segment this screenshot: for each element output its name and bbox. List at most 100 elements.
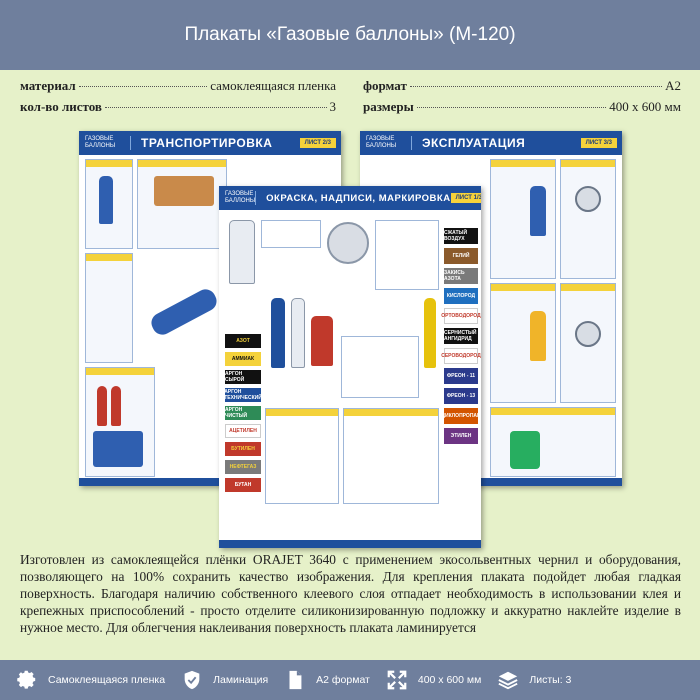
- poster-panel: [341, 336, 419, 398]
- poster-panel: [85, 159, 133, 249]
- poster-preview: ГАЗОВЫЕ БАЛЛОНЫ ТРАНСПОРТИРОВКА ЛИСТ 2/3…: [0, 128, 700, 548]
- spec-dots: [78, 86, 208, 87]
- gas-label-nitrogen: АЗОТ: [225, 334, 261, 348]
- poster-sheet-badge: ЛИСТ 2/3: [299, 138, 336, 148]
- gas-label-sulfur-dioxide: СЕРНИСТЫЙ АНГИДРИД: [444, 328, 478, 344]
- spec-key: кол-во листов: [20, 99, 102, 114]
- gas-label-argon-tech: АРГОН ТЕХНИЧЕСКИЙ: [224, 388, 262, 402]
- cylinder-illustration: [154, 176, 214, 206]
- poster-footer: [79, 478, 341, 486]
- page-header: Плакаты «Газовые баллоны» (М-120): [0, 0, 700, 70]
- gas-label-oil-gas: НЕФТЕГАЗ: [225, 460, 261, 474]
- spec-row-format: формат А2: [363, 78, 681, 99]
- feature-size: 400 х 600 мм: [386, 669, 481, 691]
- gas-label-compressed-air: СЖАТЫЙ ВОЗДУХ: [444, 228, 478, 244]
- cylinder-illustration: [97, 386, 107, 426]
- spec-dots: [104, 107, 327, 108]
- feature-label: 400 х 600 мм: [417, 674, 482, 686]
- spec-key: формат: [363, 78, 407, 93]
- cylinder-illustration: [111, 386, 121, 426]
- gas-label-hydrogen-sulfide: СЕРОВОДОРОД: [441, 348, 481, 364]
- poster-logo: ГАЗОВЫЕ БАЛЛОНЫ: [79, 136, 131, 150]
- cylinder-illustration: [575, 186, 601, 212]
- gas-label-orthohydrogen: ОРТОВОДОРОД: [441, 308, 481, 324]
- feature-label: Листы: 3: [529, 674, 572, 686]
- cylinder-illustration: [99, 176, 113, 224]
- feature-label: Ламинация: [213, 674, 269, 686]
- poster-title: ТРАНСПОРТИРОВКА: [141, 136, 273, 150]
- spec-value: 400 х 600 мм: [609, 99, 681, 114]
- poster-sheet-badge: ЛИСТ 3/3: [580, 138, 617, 148]
- poster-panel: [490, 159, 556, 279]
- cylinder-illustration: [530, 311, 546, 361]
- layers-icon: [498, 671, 518, 690]
- page-title: Плакаты «Газовые баллоны» (М-120): [184, 24, 516, 45]
- feature-lamination: Ламинация: [181, 669, 268, 691]
- gas-label-oxygen: КИСЛОРОД: [444, 288, 478, 304]
- expand-icon: [387, 670, 407, 690]
- poster-panel: [265, 408, 339, 504]
- poster-panel: [375, 220, 439, 290]
- shield-check-icon: [184, 670, 200, 690]
- cylinder-illustration: [291, 298, 305, 368]
- feature-sheets: Листы: 3: [497, 669, 571, 691]
- poster-logo: ГАЗОВЫЕ БАЛЛОНЫ: [360, 136, 412, 150]
- gas-label-freon-11: ФРЕОН - 11: [444, 368, 478, 384]
- document-icon: [289, 670, 302, 690]
- spec-key: материал: [20, 78, 76, 93]
- gas-label-butane: БУТАН: [225, 478, 261, 492]
- specs-left: материал самоклеящаяся пленка кол-во лис…: [20, 78, 336, 120]
- spec-value: 3: [329, 99, 337, 114]
- spec-row-sheets: кол-во листов 3: [20, 99, 336, 120]
- poster-sheet-badge: ЛИСТ 1/3: [450, 193, 481, 203]
- poster-panel: [490, 283, 556, 403]
- spec-key: размеры: [363, 99, 414, 114]
- cylinder-illustration: [530, 186, 546, 236]
- poster-marking[interactable]: ГАЗОВЫЕ БАЛЛОНЫ ОКРАСКА, НАДПИСИ, МАРКИР…: [219, 186, 481, 548]
- poster-panel: [85, 253, 133, 363]
- poster-logo: ГАЗОВЫЕ БАЛЛОНЫ: [219, 191, 257, 205]
- poster-header: ГАЗОВЫЕ БАЛЛОНЫ ТРАНСПОРТИРОВКА ЛИСТ 2/3: [79, 131, 341, 155]
- spec-value: А2: [665, 78, 681, 93]
- poster-title: ЭКСПЛУАТАЦИЯ: [422, 136, 526, 150]
- cylinder-illustration: [271, 298, 285, 368]
- poster-title: ОКРАСКА, НАДПИСИ, МАРКИРОВКА: [266, 192, 451, 204]
- cylinder-illustration: [575, 321, 601, 347]
- cylinder-illustration: [229, 220, 255, 284]
- gas-label-argon-raw: АРГОН СЫРОЙ: [225, 370, 261, 384]
- gas-label-freon-13: ФРЕОН - 13: [444, 388, 478, 404]
- cylinder-illustration: [424, 298, 436, 368]
- poster-header: ГАЗОВЫЕ БАЛЛОНЫ ОКРАСКА, НАДПИСИ, МАРКИР…: [219, 186, 481, 210]
- poster-panel: [560, 159, 616, 279]
- cylinder-illustration: [147, 285, 221, 339]
- poster-footer: [360, 478, 622, 486]
- spec-dots: [416, 107, 607, 108]
- gas-label-argon-pure: АРГОН ЧИСТЫЙ: [225, 406, 261, 420]
- gas-label-ethylene: ЭТИЛЕН: [444, 428, 478, 444]
- poster-header: ГАЗОВЫЕ БАЛЛОНЫ ЭКСПЛУАТАЦИЯ ЛИСТ 3/3: [360, 131, 622, 155]
- feature-label: А2 формат: [316, 674, 370, 686]
- feature-label: Самоклеящаяся пленка: [48, 674, 166, 686]
- cylinder-illustration: [327, 222, 369, 264]
- spec-value: самоклеящаяся пленка: [210, 78, 336, 93]
- gas-label-cyclopropane: ЦИКЛОПРОПАН: [441, 408, 481, 424]
- gear-icon: [17, 670, 36, 689]
- feature-self-adhesive: Самоклеящаяся пленка: [16, 669, 165, 691]
- cylinder-illustration: [510, 431, 540, 469]
- poster-panel: [261, 220, 321, 248]
- feature-bar: Самоклеящаяся пленка Ламинация А2 формат…: [0, 660, 700, 700]
- poster-panel: [490, 407, 616, 477]
- gas-label-ammonia: АММИАК: [225, 352, 261, 366]
- product-description: Изготовлен из самоклеящейся плёнки ORAJE…: [20, 552, 681, 635]
- specs-right: формат А2 размеры 400 х 600 мм: [363, 78, 681, 120]
- cylinder-illustration: [311, 316, 333, 366]
- gas-label-nitrous-oxide: ЗАКИСЬ АЗОТА: [444, 268, 478, 284]
- spec-row-material: материал самоклеящаяся пленка: [20, 78, 336, 99]
- poster-footer: [219, 540, 481, 548]
- spec-row-size: размеры 400 х 600 мм: [363, 99, 681, 120]
- cylinder-illustration: [93, 431, 143, 467]
- gas-label-butylene: БУТИЛЕН: [225, 442, 261, 456]
- feature-format: А2 формат: [284, 669, 370, 691]
- gas-label-helium: ГЕЛИЙ: [444, 248, 478, 264]
- poster-panel: [343, 408, 439, 504]
